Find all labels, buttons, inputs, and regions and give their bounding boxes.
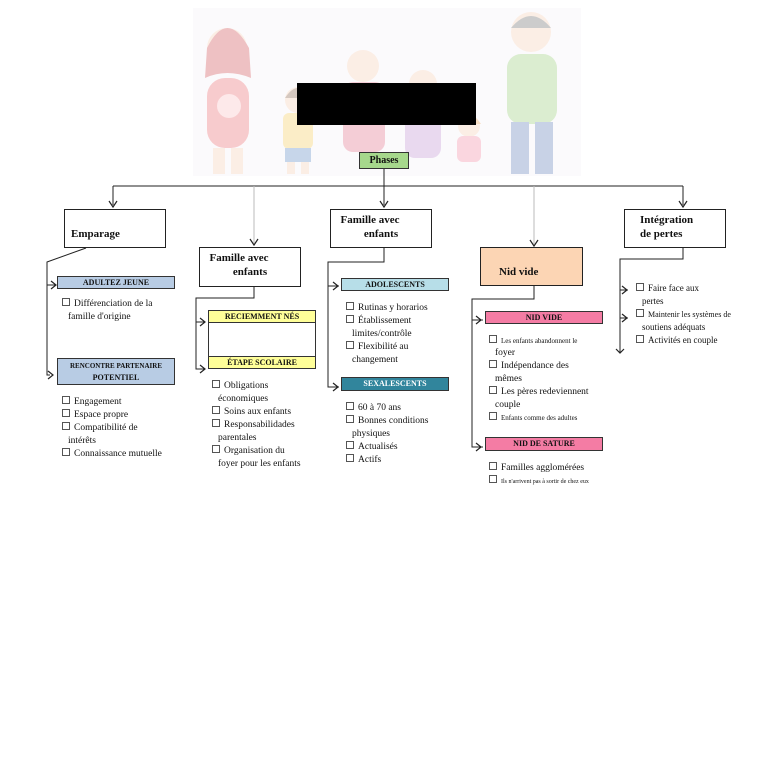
phases-root-node: Phases [359, 152, 409, 169]
sexalescents-tag: SEXALESCENTS [341, 377, 449, 391]
adolescents-tag: ADOLESCENTS [341, 278, 449, 291]
list-item: Rutinas y horarios [358, 303, 428, 313]
list-item: parentales [218, 433, 257, 443]
sexalescents-list: 60 à 70 ans Bonnes conditions physiques … [346, 402, 466, 467]
list-item: Engagement [74, 397, 122, 407]
list-item: Établissement [358, 316, 412, 326]
list-item: Responsabilidades [224, 420, 295, 430]
nid-vide-title: Nid vide [499, 266, 539, 278]
list-item: soutiens adéquats [642, 322, 706, 332]
box-title-line: Intégration [640, 214, 694, 226]
adolescents-list: Rutinas y horarios Établissement limites… [346, 302, 466, 367]
list-item: Différenciation de la [74, 299, 153, 309]
emparage-title: Emparage [71, 228, 120, 240]
emparage-list-1: Différenciation de la famille d'origine [62, 298, 182, 324]
title-redaction-bar [297, 83, 476, 125]
list-item: Les pères redeviennent [501, 387, 589, 397]
famille-enfants-box-2: Famille avec enfants [330, 209, 432, 248]
list-item: Soins aux enfants [224, 407, 292, 417]
emparage-list-2: Engagement Espace propre Compatibilité d… [62, 396, 192, 461]
list-item: Ils n'arrivent pas à sortir de chez eux [501, 479, 589, 485]
list-item: Faire face aux [648, 283, 699, 293]
list-item: physiques [352, 429, 390, 439]
list-item: intérêts [68, 436, 96, 446]
famille-enfants-list: Obligations économiques Soins aux enfant… [212, 380, 342, 471]
list-item: Flexibilité au [358, 342, 409, 352]
list-item: Espace propre [74, 410, 129, 420]
list-item: couple [495, 400, 521, 410]
list-item: Familles agglomérées [501, 463, 585, 473]
list-item: Les enfants abandonnent le [501, 337, 578, 345]
nid-de-sature-tag: NID DE SATURE [485, 437, 603, 451]
etape-scolaire-tag: ÉTAPE SCOLAIRE [208, 356, 316, 369]
list-item: Connaissance mutuelle [74, 449, 162, 459]
list-item: famille d'origine [68, 312, 131, 322]
tag-line: POTENTIEL [92, 373, 140, 382]
list-item: Obligations [224, 381, 269, 391]
famille-enfants-box-1: Famille avec enfants [199, 247, 301, 287]
nid-vide-tag: NID VIDE [485, 311, 603, 324]
list-item: Activités en couple [648, 335, 718, 345]
emparage-box: Emparage [64, 209, 166, 248]
integration-pertes-box: Intégration de pertes [624, 209, 726, 248]
yellow-group-frame [208, 323, 316, 356]
list-item: Actualisés [358, 442, 398, 452]
list-item: Actifs [358, 455, 382, 465]
list-item: Enfants comme des adultes [501, 414, 578, 422]
list-item: mêmes [495, 374, 522, 384]
list-item: 60 à 70 ans [358, 403, 402, 413]
list-item: foyer pour les enfants [218, 459, 301, 469]
rencontre-partenaire-tag: RENCONTRE PARTENAIRE POTENTIEL [57, 358, 175, 385]
nid-de-sature-list: Familles agglomérées Ils n'arrivent pas … [489, 462, 619, 488]
list-item: Indépendance des [501, 361, 569, 371]
reciemment-nes-tag: RECIEMMENT NÉS [208, 310, 316, 323]
integration-pertes-list: Faire face aux pertes Maintenir les syst… [636, 282, 766, 347]
box-title-line: Famille avec [340, 214, 400, 226]
tag-line: RENCONTRE PARTENAIRE [70, 362, 162, 370]
box-title-line: de pertes [640, 228, 683, 240]
list-item: Compatibilité de [74, 423, 138, 433]
adultez-jeune-tag: ADULTEZ JEUNE [57, 276, 175, 289]
box-title-line: enfants [363, 228, 399, 240]
list-item: économiques [218, 394, 269, 404]
list-item: Bonnes conditions [358, 416, 429, 426]
box-title-line: enfants [232, 266, 268, 278]
list-item: foyer [495, 348, 516, 358]
list-item: Maintenir les systèmes de [648, 310, 731, 319]
list-item: changement [352, 355, 398, 365]
box-title-line: Famille avec [209, 252, 269, 264]
nid-vide-list: Les enfants abandonnent le foyer Indépen… [489, 335, 614, 424]
list-item: Organisation du [224, 446, 285, 456]
nid-vide-box: Nid vide [480, 247, 583, 286]
list-item: pertes [642, 296, 664, 306]
list-item: limites/contrôle [352, 329, 412, 339]
